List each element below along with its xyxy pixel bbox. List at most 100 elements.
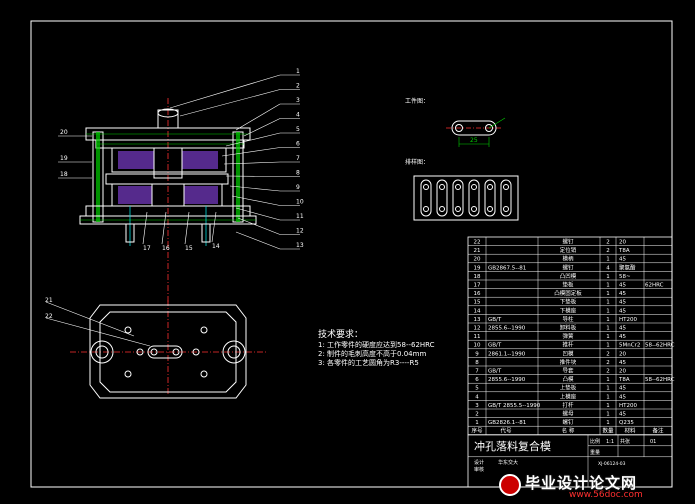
bom-material: 45 <box>619 257 626 263</box>
workpiece-view <box>446 117 506 147</box>
bom-material: 5MnCr2 <box>619 343 640 349</box>
bom-name: 下垫板 <box>560 298 577 306</box>
ratio-label: 比例 <box>590 438 600 445</box>
bom-no: 14 <box>474 308 481 314</box>
bom-name: 导套 <box>562 367 574 375</box>
callout-label: 22 <box>45 313 53 320</box>
callout-label: 20 <box>60 129 68 136</box>
bom-material: T8A <box>618 377 630 383</box>
drawing-title: 冲孔落料复合模 <box>474 439 551 453</box>
bom-material: 45 <box>619 394 626 400</box>
bom-header-no: 序号 <box>471 427 483 435</box>
bom-material: 45 <box>619 360 626 366</box>
ratio-value: 1:1 <box>606 439 614 445</box>
bom-no: 20 <box>474 257 481 263</box>
bom-no: 3 <box>475 403 479 409</box>
callout-label: 3 <box>296 97 300 104</box>
bom-no: 10 <box>474 343 481 349</box>
bom-name: 螺钉 <box>562 263 574 271</box>
bom-code: GB/T 2855.5--1990 <box>488 403 541 409</box>
callout-label: 19 <box>60 155 68 162</box>
strip-label: 排样图： <box>405 159 430 166</box>
sheet-label: 共张 <box>620 438 630 445</box>
strip-part <box>500 179 512 217</box>
strip-part <box>420 179 432 217</box>
site-logo-icon <box>499 474 521 496</box>
bom-name: 螺母 <box>562 410 574 418</box>
bom-no: 17 <box>474 283 481 289</box>
bom-material: HT200 <box>619 317 637 323</box>
callout-label: 16 <box>162 245 170 252</box>
bom-no: 12 <box>474 326 481 332</box>
bom-material: 45 <box>619 386 626 392</box>
bom-name: 螺钉 <box>562 418 574 426</box>
bom-name: 下模座 <box>560 306 577 314</box>
tech-line-2: 2: 制件的毛刺高度不高于0.04mm <box>318 350 427 358</box>
bom-header-qty: 数量 <box>602 427 614 435</box>
callout-label: 5 <box>296 126 300 133</box>
bom-code: GB/T <box>488 317 502 323</box>
drawing-number: XJ-06124-03 <box>598 461 626 467</box>
bom-header-material: 材料 <box>624 427 636 435</box>
callout-label: 1 <box>296 68 300 75</box>
bom-name: 凸模 <box>562 375 574 383</box>
bom-material: Q235 <box>619 420 634 426</box>
bom-material: 58~ <box>619 274 631 280</box>
bom-no: 11 <box>474 334 481 340</box>
bom-no: 21 <box>474 248 481 254</box>
site-watermark: 毕业设计论文网 www.56doc.com <box>499 472 689 502</box>
bom-qty: 1 <box>606 283 610 289</box>
callout-label: 8 <box>296 170 300 177</box>
callout-label: 12 <box>296 228 304 235</box>
bom-material: 45 <box>619 308 626 314</box>
bom-no: 18 <box>474 274 481 280</box>
bom-name: 定位销 <box>560 246 577 254</box>
bom-no: 13 <box>474 317 481 323</box>
bom-code: 2855.6--1990 <box>488 377 526 383</box>
bom-qty: 1 <box>606 377 610 383</box>
bom-name: 弹簧 <box>562 332 574 340</box>
callout-label: 14 <box>212 243 220 250</box>
bom-no: 1 <box>475 420 479 426</box>
bom-no: 5 <box>475 386 479 392</box>
bom-name: 卸料板 <box>560 324 577 332</box>
bom-material: 20 <box>619 240 626 246</box>
bom-name: 凹模 <box>562 349 574 357</box>
bom-qty: 2 <box>606 351 610 357</box>
bom-name: 打杆 <box>562 401 574 409</box>
bom-no: 4 <box>475 394 479 400</box>
bom-header-note: 备注 <box>652 427 664 435</box>
tech-title: 技术要求： <box>318 330 364 340</box>
callout-label: 6 <box>296 141 300 148</box>
tech-line-3: 3: 各零件的工艺圆角为R3----R5 <box>318 359 419 367</box>
bom-name: 凸模固定板 <box>554 289 582 297</box>
callout-label: 13 <box>296 242 304 249</box>
bom-code: GB/T <box>488 369 502 375</box>
callout-label: 9 <box>296 184 300 191</box>
bom-note: 62HRC <box>645 283 664 289</box>
plan-view <box>45 300 266 399</box>
bom-qty: 1 <box>606 386 610 392</box>
front-section-view <box>79 98 257 305</box>
strip-part <box>452 179 464 217</box>
bom-qty: 1 <box>606 317 610 323</box>
bom-qty: 2 <box>606 240 610 246</box>
callout-label: 15 <box>185 245 193 252</box>
bom-no: 6 <box>475 377 479 383</box>
school-name: 华东交大 <box>498 459 518 466</box>
bom-qty: 1 <box>606 343 610 349</box>
tech-requirements-text: 技术要求： 1: 工作零件的硬度应达到58--62HRC 2: 制件的毛刺高度不… <box>318 330 468 368</box>
bom-material: 45 <box>619 283 626 289</box>
bom-qty: 1 <box>606 334 610 340</box>
bom-qty: 1 <box>606 403 610 409</box>
bom-no: 22 <box>474 240 481 246</box>
bom-material: 45 <box>619 326 626 332</box>
bom-material: 45 <box>619 291 626 297</box>
bom-material: 聚氨酯 <box>619 263 636 271</box>
callout-label: 18 <box>60 171 68 178</box>
bom-qty: 1 <box>606 394 610 400</box>
watermark-url: www.56doc.com <box>569 490 643 500</box>
